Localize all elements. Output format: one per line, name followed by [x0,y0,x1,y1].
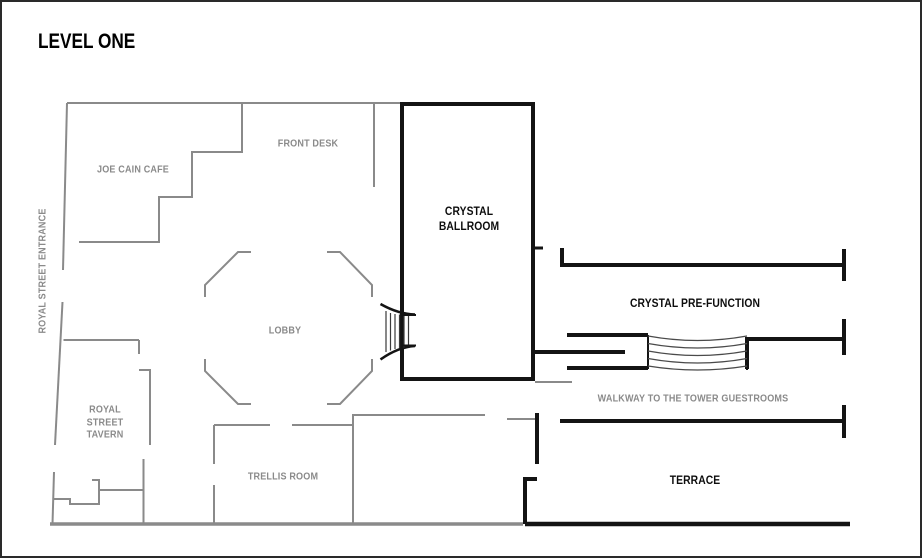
cafe-step-wall [79,103,243,243]
covered-walkway-icon [647,335,748,371]
label-terrace: TERRACE [669,472,721,487]
crystal-ballroom-outline [400,102,535,381]
label-joe-cain-cafe: JOE CAIN CAFE [97,163,169,176]
label-royal-street-entrance: ROYAL STREET ENTRANCE [36,208,49,334]
terrace-left-wall [523,477,537,524]
prefunction-top-wall [560,248,844,267]
trellis-right-wall [352,414,485,524]
lobby-corner-tr [327,251,373,297]
label-crystal-pre-function: CRYSTAL PRE-FUNCTION [630,295,760,310]
gray-walls [50,102,572,526]
page-title: LEVEL ONE [38,30,136,53]
lobby-corner-br [327,359,373,405]
label-royal-street-tavern: ROYAL STREET TAVERN [86,403,124,441]
left-wall-lower [51,471,55,525]
stairs-icon [379,302,416,361]
lobby-corner-bl [204,359,251,405]
left-wall-mid [54,301,64,446]
lobby-corner-tl [204,251,251,297]
label-front-desk: FRONT DESK [277,137,339,150]
left-wall-upper [62,102,68,271]
label-crystal-ballroom: CRYSTAL BALLROOM [438,204,500,233]
label-trellis-room: TRELLIS ROOM [247,470,319,483]
vestibule-steps [54,479,100,505]
label-walkway-to-tower: WALKWAY TO THE TOWER GUESTROOMS [597,392,789,405]
black-walls [400,102,850,527]
label-lobby: LOBBY [268,324,302,337]
